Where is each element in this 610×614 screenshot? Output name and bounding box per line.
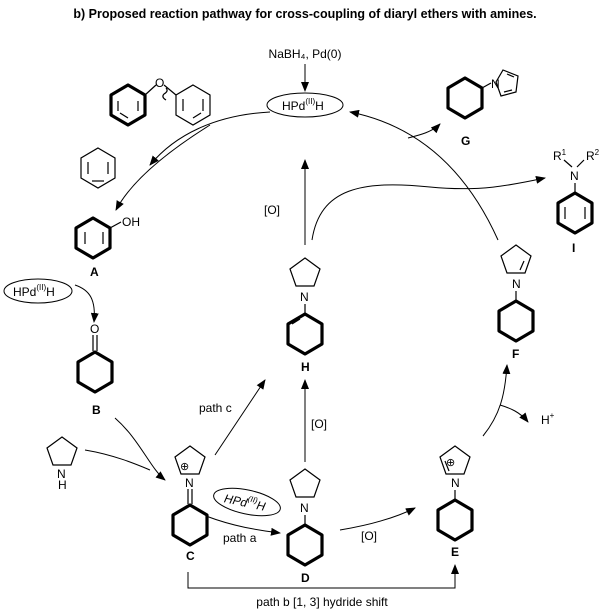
benzene-structure: [80, 147, 116, 189]
oxidant-D-H-label: [O]: [311, 417, 327, 431]
pyrrolidine-h: H: [58, 478, 67, 492]
arrow-D-to-E: [339, 507, 416, 531]
catalyst-left-sup: (II): [36, 283, 46, 292]
cyclohexanone-structure-B: O B: [76, 322, 114, 417]
arrow-path-c: [214, 379, 266, 456]
compound-H-label: H: [301, 360, 310, 374]
arrow-to-aniline: [311, 175, 546, 241]
iminium-charge: ⊕: [180, 461, 189, 473]
arrow-to-phenol: [115, 124, 211, 211]
ketone-oxygen: O: [90, 322, 99, 336]
catalyst-left-end: H: [46, 285, 55, 299]
catalyst-pa-main: HPd: [223, 491, 249, 510]
path-a-label: path a: [223, 531, 257, 545]
arrow-to-pyrrole: [407, 123, 441, 139]
svg-text:R2: R2: [586, 148, 600, 163]
catalyst-top-sup: (II): [305, 97, 315, 106]
phenol-structure-A: OH A: [74, 215, 140, 279]
aniline-r2-sub: 2: [595, 148, 600, 157]
pyrrolinium-structure-E: ⊕ N E: [436, 445, 474, 559]
catalyst-left-main: HPd: [13, 285, 36, 299]
compound-B-label: B: [92, 403, 101, 417]
aniline-r1-sub: 1: [562, 148, 567, 157]
path-b-label: path b [1, 3] hydride shift: [256, 595, 388, 609]
aniline-r2: R: [586, 149, 595, 163]
amine-D-n: N: [300, 501, 309, 515]
enamine-H-n: N: [300, 290, 309, 304]
oxidant-H-label: [O]: [264, 203, 280, 217]
pyrrole-n: N: [491, 77, 500, 91]
arrow-F-to-catalyst: [349, 109, 499, 241]
pyrrolinium-charge: ⊕: [446, 457, 455, 469]
oxidant-D-E-label: [O]: [361, 529, 377, 543]
pyrroline-structure-F: N F: [497, 244, 535, 361]
arrow-path-b: [187, 564, 459, 589]
compound-D-label: D: [301, 571, 310, 585]
compound-C-label: C: [186, 549, 195, 563]
arrow-E-to-F: [482, 364, 511, 437]
proton-label: H: [541, 413, 550, 427]
svg-text:R1: R1: [553, 148, 567, 163]
catalyst-pa-sup: (II): [247, 494, 259, 505]
compound-E-label: E: [451, 545, 459, 559]
catalyst-left: HPd(II)H: [3, 278, 73, 304]
diaryl-ether-structure: O: [109, 76, 211, 127]
arrow-proton-loss: [499, 404, 529, 423]
compound-I-label: I: [572, 241, 575, 255]
ether-oxygen: O: [155, 76, 164, 90]
aniline-n: N: [570, 169, 579, 183]
compound-A-label: A: [90, 265, 99, 279]
enamine-structure-H: N H: [286, 257, 324, 374]
reagent-label: NaBH₄, Pd(0): [269, 47, 342, 61]
catalyst-top-end: H: [315, 99, 324, 113]
pyrrolidine-n: N: [57, 467, 66, 481]
catalyst-top-main: HPd: [282, 99, 305, 113]
svg-text:HPd(II)H: HPd(II)H: [13, 283, 55, 299]
path-c-label: path c: [199, 401, 232, 415]
scheme-title: b) Proposed reaction pathway for cross-c…: [73, 7, 536, 21]
catalyst-top: HPd(II)H: [266, 92, 344, 118]
catalyst-pa-end: H: [255, 498, 267, 514]
aniline-r1: R: [553, 149, 562, 163]
proton-charge: +: [550, 411, 555, 420]
svg-text:HPd(II)H: HPd(II)H: [282, 97, 324, 113]
iminium-n: N: [185, 476, 194, 490]
aniline-structure-I: R1 R2 N I: [553, 148, 600, 255]
phenol-oh: OH: [122, 215, 140, 229]
pyrroline-n: N: [512, 277, 521, 291]
svg-text:H+: H+: [541, 411, 555, 427]
arrow-to-benzene: [149, 111, 271, 166]
amine-structure-D: N D: [286, 468, 324, 585]
arrow-A-to-B: [74, 284, 99, 323]
svg-text:HPd(II)H: HPd(II)H: [223, 489, 268, 513]
arrow-pyrrolidine-join: [84, 449, 151, 471]
pyrrolidine-structure: N H: [46, 436, 78, 492]
catalyst-path-a: HPd(II)H: [213, 487, 281, 517]
arrow-path-a: [205, 515, 281, 536]
iminium-structure-C: N ⊕ C: [171, 445, 209, 563]
pyrrole-structure-G: N G: [446, 69, 519, 148]
compound-F-label: F: [512, 347, 519, 361]
compound-G-label: G: [461, 134, 470, 148]
arrow-B-to-C: [114, 417, 166, 481]
pyrrolinium-n: N: [451, 476, 460, 490]
